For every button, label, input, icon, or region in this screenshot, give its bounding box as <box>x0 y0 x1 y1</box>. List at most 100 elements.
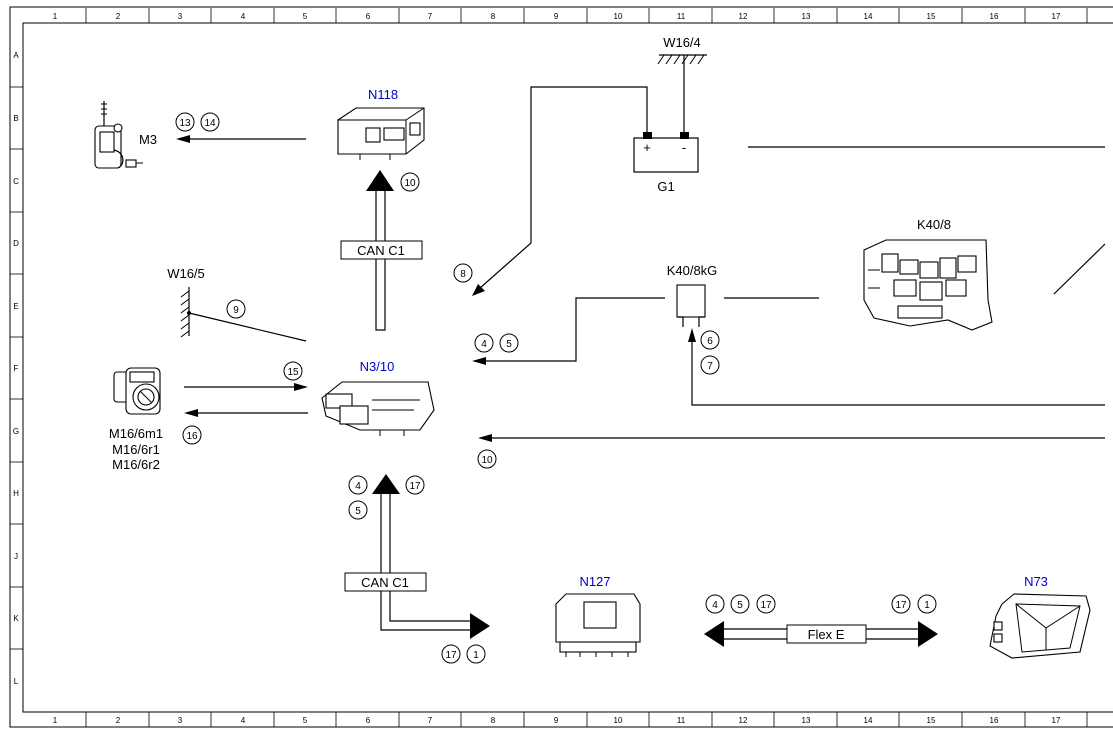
label-n118: N118 <box>368 87 398 102</box>
grid-col-top: 8 <box>491 12 496 21</box>
k40-8-to-n310-arrow <box>478 434 1105 442</box>
grid-col-bottom: 11 <box>677 716 686 725</box>
grid-col-bottom: 9 <box>554 716 559 725</box>
callout-17: 17 <box>760 600 772 611</box>
grid-col-bottom: 6 <box>366 716 371 725</box>
can-c1-upper-bus <box>340 170 423 331</box>
label-k40-8kg: K40/8kG <box>667 263 718 278</box>
callout-5: 5 <box>506 339 512 350</box>
grid-col-bottom: 4 <box>241 716 246 725</box>
grid-col-top: 5 <box>303 12 308 21</box>
callout-9: 9 <box>233 305 239 316</box>
grid-col-top: 6 <box>366 12 371 21</box>
control-unit-n3-10-icon <box>321 381 435 436</box>
relay-k40-8kg-icon <box>676 284 706 327</box>
grid-row: D <box>13 239 19 248</box>
grid-col-top: 16 <box>990 12 999 21</box>
grid-row: C <box>13 177 19 186</box>
grid-col-top: 1 <box>53 12 58 21</box>
callout-circle <box>756 594 776 614</box>
grid-col-top: 17 <box>1052 12 1061 21</box>
grid-col-bottom: 2 <box>116 716 121 725</box>
label-n3-10: N3/10 <box>360 359 395 374</box>
callout-16: 16 <box>186 431 198 442</box>
ground-w16-5-icon <box>180 287 307 342</box>
callout-circle <box>400 172 420 192</box>
callout-circle <box>499 333 519 353</box>
callout-circle <box>200 112 220 132</box>
grid-col-bottom: 8 <box>491 716 496 725</box>
grid-col-top: 11 <box>677 12 686 21</box>
callout-circle <box>730 594 750 614</box>
inner-frame <box>22 22 1113 713</box>
label-m16-6m1: M16/6m1 <box>109 426 163 441</box>
label-m16-6r2: M16/6r2 <box>112 457 160 472</box>
grid-col-bottom: 12 <box>739 716 748 725</box>
callout-8: 8 <box>460 269 466 280</box>
grid-col-bottom: 15 <box>927 716 936 725</box>
grid-col-top: 3 <box>178 12 183 21</box>
callout-circle <box>175 112 195 132</box>
grid-row: F <box>14 364 19 373</box>
callout-circle <box>226 299 246 319</box>
grid-row: K <box>13 614 19 623</box>
callout-circle <box>474 333 494 353</box>
label-w16-5: W16/5 <box>167 266 205 281</box>
battery-to-n310-wire <box>472 86 648 296</box>
grid-col-top: 4 <box>241 12 246 21</box>
callout-circle <box>348 500 368 520</box>
callout-circle <box>348 475 368 495</box>
can-c1-lower-label: CAN C1 <box>361 575 409 590</box>
grid-col-top: 2 <box>116 12 121 21</box>
callout-10: 10 <box>404 178 416 189</box>
control-unit-n118-icon <box>337 107 425 160</box>
grid-row: J <box>14 552 18 561</box>
grid-col-top: 15 <box>927 12 936 21</box>
callout-circle <box>441 644 461 664</box>
callout-4: 4 <box>355 481 361 492</box>
label-n73: N73 <box>1024 574 1048 589</box>
label-m3: M3 <box>139 132 157 147</box>
fuel-pump-m3-icon <box>94 101 143 169</box>
can-c1-lower-bus <box>344 474 490 639</box>
callout-circle <box>477 449 497 469</box>
callout-17: 17 <box>895 600 907 611</box>
grid-col-bottom: 13 <box>802 716 811 725</box>
grid-col-top: 10 <box>614 12 623 21</box>
ground-w16-4-icon <box>657 54 707 132</box>
flex-e-bus <box>704 621 938 647</box>
label-m16-6r1: M16/6r1 <box>112 442 160 457</box>
callout-circle <box>917 594 937 614</box>
callout-circle <box>700 355 720 375</box>
grid-row: A <box>13 51 19 60</box>
grid-col-bottom: 1 <box>53 716 58 725</box>
grid-col-top: 9 <box>554 12 559 21</box>
grid-col-top: 14 <box>864 12 873 21</box>
battery-g1-icon <box>633 132 699 173</box>
grid-row: B <box>13 114 18 123</box>
m3-arrow <box>176 135 306 143</box>
grid-row: G <box>13 427 19 436</box>
label-n127: N127 <box>579 574 610 589</box>
callout-1: 1 <box>473 650 479 661</box>
callout-17: 17 <box>445 650 457 661</box>
grid-col-bottom: 7 <box>428 716 433 725</box>
throttle-output-arrow <box>184 409 308 417</box>
column-grid: 1 2 3 4 5 6 7 8 9 10 11 12 13 14 15 16 1… <box>53 8 1088 727</box>
grid-col-bottom: 14 <box>864 716 873 725</box>
callout-4: 4 <box>481 339 487 350</box>
callout-circle <box>453 263 473 283</box>
row-grid: A B C D E F G H J K L <box>10 51 23 686</box>
throttle-actuator-m16-6-icon <box>113 367 161 415</box>
label-w16-4: W16/4 <box>663 35 701 50</box>
outer-frame <box>9 6 1113 728</box>
grid-col-bottom: 16 <box>990 716 999 725</box>
callout-4: 4 <box>712 600 718 611</box>
control-unit-n127-icon <box>555 593 641 657</box>
k40-8-diag-wire <box>1053 243 1106 295</box>
flex-e-label: Flex E <box>808 627 845 642</box>
callout-circle <box>466 644 486 664</box>
callout-5: 5 <box>737 600 743 611</box>
callout-circle <box>700 330 720 350</box>
